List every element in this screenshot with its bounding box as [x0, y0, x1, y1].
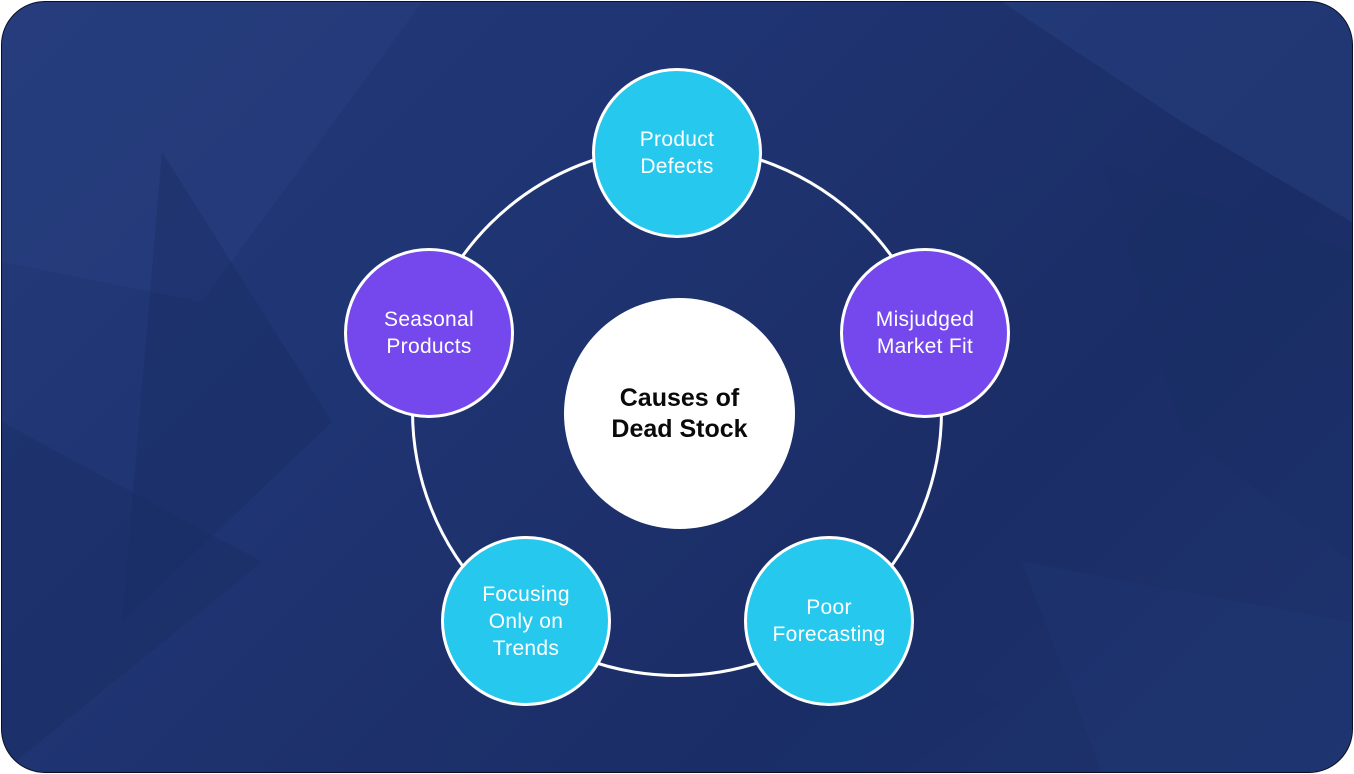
- node-focusing-only-on-trends: Focusing Only on Trends: [441, 536, 611, 706]
- node-label: Seasonal Products: [384, 308, 474, 358]
- center-label: Causes of Dead Stock: [611, 383, 748, 443]
- node-label: Misjudged Market Fit: [875, 308, 975, 358]
- node-label: Product Defects: [639, 128, 715, 178]
- node-misjudged-market-fit: Misjudged Market Fit: [840, 248, 1010, 418]
- node-seasonal-products: Seasonal Products: [344, 248, 514, 418]
- node-product-defects: Product Defects: [592, 68, 762, 238]
- center-hub: Causes of Dead Stock: [564, 298, 795, 529]
- node-label: Poor Forecasting: [772, 596, 886, 646]
- node-poor-forecasting: Poor Forecasting: [744, 536, 914, 706]
- node-label: Focusing Only on Trends: [482, 582, 570, 660]
